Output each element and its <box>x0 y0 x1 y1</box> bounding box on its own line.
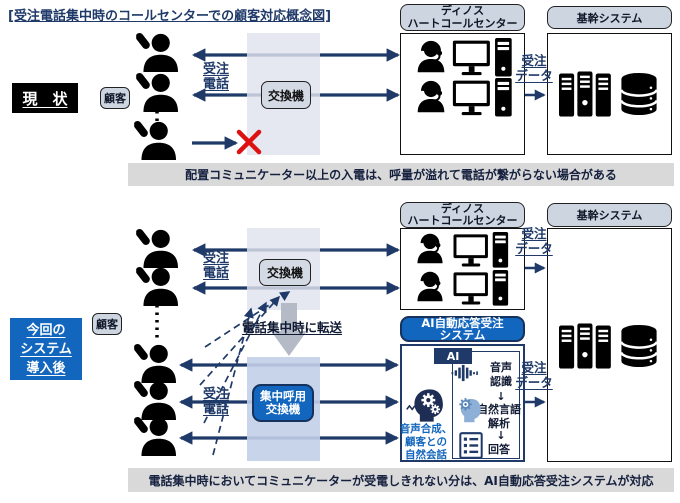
checklist-icon <box>459 432 483 459</box>
server-rack-icon <box>559 323 613 369</box>
desktop-computer-icon <box>452 270 512 308</box>
order-call-label-after-bottom: 受注 電話 <box>202 387 229 417</box>
customer-phone-icon <box>134 416 178 456</box>
nl-analysis-label: 自然言語 解析 <box>477 403 521 430</box>
flow-arrow-1: ↓ <box>496 390 506 403</box>
core-system-title-after: 基幹システム <box>547 203 672 227</box>
customer-phone-icon <box>134 120 178 160</box>
customer-phone-icon <box>134 380 178 420</box>
caption-current: 配置コミュニケーター以上の入電は、呼量が溢れて電話が繋がらない場合がある <box>128 163 674 186</box>
diagram-title: [受注電話集中時のコールセンターでの顧客対応概念図] <box>8 9 332 24</box>
overflow-dashed-line-4 <box>212 307 254 456</box>
answer-label: 回答 <box>488 443 510 456</box>
customer-phone-icon <box>136 228 180 268</box>
transfer-down-arrow <box>271 303 307 356</box>
transfer-label: 電話集中時に転送 <box>241 320 342 335</box>
order-data-label-current: 受注 データ <box>515 53 553 83</box>
customer-label-current: 顧客 <box>100 87 130 109</box>
order-data-label-after-bottom: 受注 データ <box>515 360 553 390</box>
speech-recognition-label: 音声 認識 <box>490 361 512 388</box>
customer-phone-icon <box>134 343 178 383</box>
database-icon <box>620 324 658 368</box>
order-data-label-after-top: 受注 データ <box>515 226 553 256</box>
operator-headset-icon <box>413 39 449 73</box>
callcenter-title-after: ディノス ハートコールセンター <box>400 202 525 228</box>
operator-headset-icon <box>413 232 447 264</box>
server-rack-icon <box>559 71 613 117</box>
customer-label-after: 顧客 <box>92 313 122 335</box>
order-call-label-current: 受注 電話 <box>202 62 229 92</box>
blocked-x-icon <box>236 129 262 155</box>
database-icon <box>620 72 658 116</box>
operator-headset-icon <box>413 79 449 113</box>
overflow-dashed-line-2 <box>199 295 281 386</box>
core-system-title-current: 基幹システム <box>547 6 672 29</box>
desktop-computer-icon <box>452 78 515 119</box>
speech-synthesis-label: 音声合成、 顧客との 自然会話 <box>399 423 453 461</box>
callcenter-title-current: ディノス ハートコールセンター <box>400 4 525 31</box>
desktop-computer-icon <box>452 38 515 79</box>
customer-phone-icon <box>136 72 180 112</box>
desktop-computer-icon <box>452 232 512 270</box>
order-call-label-after-top: 受注 電話 <box>202 251 229 281</box>
voice-waveform-icon <box>451 364 479 382</box>
customer-phone-icon <box>136 266 180 306</box>
operator-headset-icon <box>413 270 447 302</box>
section-label-after: 今回の システム 導入後 <box>10 318 82 380</box>
ai-head-gear-icon <box>455 394 483 423</box>
ai-brain-gears-icon <box>406 387 446 424</box>
concentrated-exchange-box: 集中呼用 交換機 <box>252 384 314 422</box>
customer-phone-icon <box>136 32 180 72</box>
ai-tab: AI <box>434 348 472 364</box>
exchange-box-current: 交換機 <box>261 81 311 109</box>
ai-system-title: AI自動応答受注 システム <box>400 316 525 342</box>
flow-arrow-2: ↓ <box>496 429 506 442</box>
caption-after: 電話集中時においてコミュニケーターが受電しきれない分は、AI自動応答受注システム… <box>128 468 674 492</box>
exchange-box-after: 交換機 <box>259 259 311 286</box>
section-label-current: 現 状 <box>12 83 78 113</box>
